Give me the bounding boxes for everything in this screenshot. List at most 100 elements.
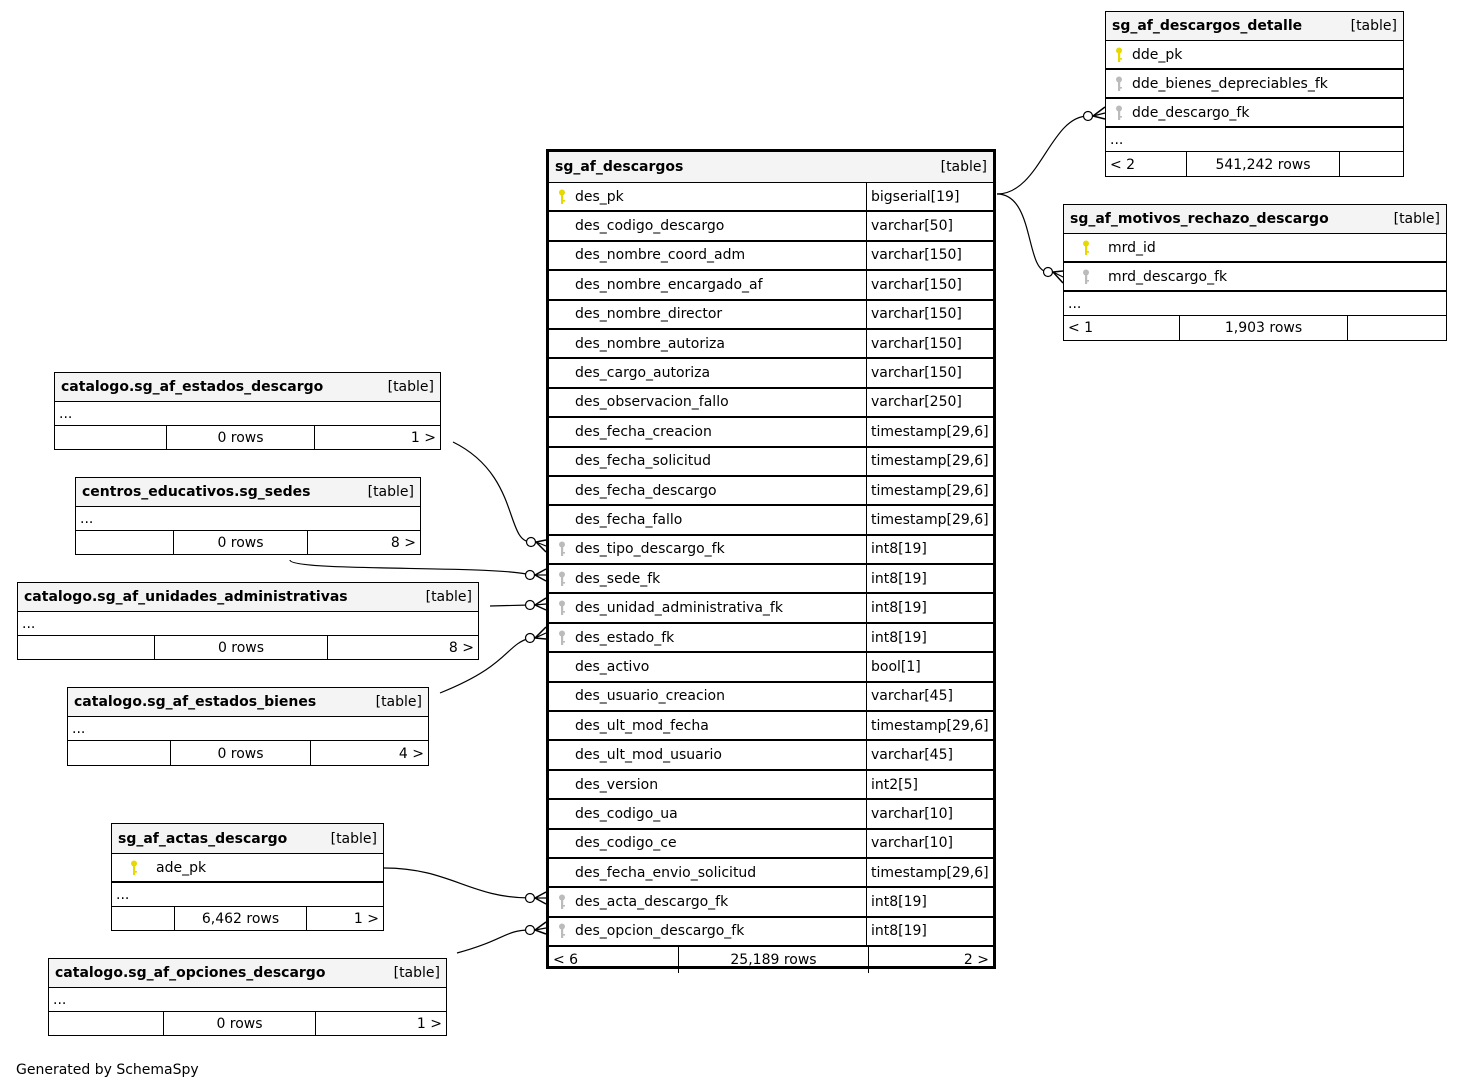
children-count[interactable] <box>1348 316 1446 340</box>
column-row[interactable]: des_nombre_encargado_af varchar[150] <box>549 271 993 301</box>
column-row[interactable]: des_unidad_administrativa_fk int8[19] <box>549 594 993 624</box>
column-row[interactable]: des_version int2[5] <box>549 770 993 801</box>
column-type: timestamp[29,6] <box>866 712 993 740</box>
more-columns: ... <box>1106 128 1403 152</box>
table-type: [table] <box>375 694 422 710</box>
table-header[interactable]: catalogo.sg_af_opciones_descargo [table] <box>49 959 446 988</box>
column-row[interactable]: mrd_descargo_fk <box>1064 263 1446 292</box>
table-estados_bienes[interactable]: catalogo.sg_af_estados_bienes [table]...… <box>67 687 429 766</box>
column-row[interactable]: des_codigo_descargo varchar[50] <box>549 212 993 242</box>
column-row[interactable]: des_fecha_envio_solicitud timestamp[29,6… <box>549 858 993 889</box>
column-row[interactable]: des_activo bool[1] <box>549 653 993 683</box>
table-unidades[interactable]: catalogo.sg_af_unidades_administrativas … <box>17 582 479 660</box>
table-detalle[interactable]: sg_af_descargos_detalle [table] dde_pk d… <box>1105 11 1404 177</box>
parents-count[interactable] <box>76 531 174 555</box>
children-count[interactable]: 1 > <box>410 430 436 446</box>
table-name: sg_af_actas_descargo <box>118 830 288 847</box>
column-type: varchar[150] <box>866 359 993 387</box>
column-row[interactable]: dde_bienes_depreciables_fk <box>1106 70 1403 99</box>
table-type: [table] <box>940 159 987 175</box>
children-count[interactable]: 2 > <box>963 952 989 969</box>
table-name: catalogo.sg_af_estados_bienes <box>74 694 317 710</box>
column-row[interactable]: des_ult_mod_fecha timestamp[29,6] <box>549 712 993 742</box>
table-type: [table] <box>1350 18 1397 34</box>
table-header[interactable]: sg_af_motivos_rechazo_descargo [table] <box>1064 205 1446 234</box>
parents-count[interactable] <box>68 741 171 766</box>
row-count: 0 rows <box>155 636 328 660</box>
children-count[interactable]: 8 > <box>390 535 416 551</box>
parents-count[interactable]: < 1 <box>1064 316 1180 340</box>
table-main[interactable]: sg_af_descargos [table] des_pk bigserial… <box>546 149 996 974</box>
children-count[interactable]: 8 > <box>448 640 474 656</box>
table-motivos[interactable]: sg_af_motivos_rechazo_descargo [table] m… <box>1063 204 1447 341</box>
more-columns: ... <box>49 988 446 1012</box>
column-row[interactable]: des_sede_fk int8[19] <box>549 565 993 595</box>
optional-circle-icon <box>1082 110 1094 122</box>
table-name: sg_af_descargos_detalle <box>1112 18 1303 34</box>
column-row[interactable]: ade_pk <box>112 854 383 883</box>
column-type: timestamp[29,6] <box>866 447 993 475</box>
generated-by-note: Generated by SchemaSpy <box>16 1062 199 1078</box>
table-header[interactable]: centros_educativos.sg_sedes [table] <box>76 478 420 507</box>
table-header[interactable]: catalogo.sg_af_estados_bienes [table] <box>68 688 428 717</box>
column-row[interactable]: dde_pk <box>1106 41 1403 70</box>
column-row[interactable]: des_codigo_ua varchar[10] <box>549 800 993 830</box>
column-row[interactable]: des_usuario_creacion varchar[45] <box>549 682 993 713</box>
table-header[interactable]: catalogo.sg_af_unidades_administrativas … <box>18 583 478 612</box>
foreign-key-relationship <box>996 106 1106 195</box>
column-row[interactable]: des_nombre_director varchar[150] <box>549 300 993 330</box>
table-sedes[interactable]: centros_educativos.sg_sedes [table]... 0… <box>75 477 421 555</box>
table-header[interactable]: catalogo.sg_af_estados_descargo [table] <box>55 373 440 402</box>
table-opciones[interactable]: catalogo.sg_af_opciones_descargo [table]… <box>48 958 447 1036</box>
column-row[interactable]: dde_descargo_fk <box>1106 99 1403 128</box>
table-footer: 6,462 rows 1 > <box>112 907 383 931</box>
column-name: des_nombre_coord_adm <box>575 247 746 264</box>
children-count[interactable]: 1 > <box>416 1016 442 1032</box>
table-header[interactable]: sg_af_descargos [table] <box>549 152 993 183</box>
children-count[interactable]: 4 > <box>398 745 424 762</box>
column-type: varchar[250] <box>866 388 993 417</box>
column-row[interactable]: des_cargo_autoriza varchar[150] <box>549 359 993 389</box>
parents-count[interactable] <box>112 907 175 931</box>
table-footer: < 2 541,242 rows <box>1106 152 1403 177</box>
column-type: int8[19] <box>866 565 993 593</box>
column-row[interactable]: des_nombre_coord_adm varchar[150] <box>549 241 993 272</box>
foreign-key-icon <box>1064 269 1108 285</box>
children-count[interactable]: 1 > <box>353 911 379 927</box>
parents-count[interactable] <box>18 636 155 660</box>
parents-count[interactable]: < 2 <box>1106 152 1187 177</box>
column-row[interactable]: des_estado_fk int8[19] <box>549 623 993 654</box>
column-row[interactable]: des_fecha_creacion timestamp[29,6] <box>549 418 993 448</box>
crows-foot-icon <box>534 626 547 640</box>
column-row[interactable]: des_acta_descargo_fk int8[19] <box>549 888 993 918</box>
row-count: 0 rows <box>171 741 311 766</box>
foreign-key-icon <box>549 923 575 939</box>
parents-count[interactable] <box>55 426 167 450</box>
parents-count[interactable]: < 6 <box>549 947 679 974</box>
table-actas[interactable]: sg_af_actas_descargo [table] ade_pk ... … <box>111 823 384 931</box>
column-row[interactable]: des_fecha_descargo timestamp[29,6] <box>549 476 993 507</box>
column-type: int8[19] <box>866 594 993 622</box>
crows-foot-icon <box>534 891 547 905</box>
column-row[interactable]: des_observacion_fallo varchar[250] <box>549 388 993 419</box>
table-estados_descargo[interactable]: catalogo.sg_af_estados_descargo [table].… <box>54 372 441 450</box>
crows-foot-icon <box>534 568 547 582</box>
children-count[interactable] <box>1340 152 1403 177</box>
column-row[interactable]: mrd_id <box>1064 234 1446 263</box>
column-row[interactable]: des_nombre_autoriza varchar[150] <box>549 329 993 360</box>
parents-count[interactable] <box>49 1012 164 1036</box>
column-row[interactable]: des_opcion_descargo_fk int8[19] <box>549 917 993 948</box>
column-name: des_fecha_solicitud <box>575 453 711 470</box>
column-name: des_ult_mod_usuario <box>575 747 722 764</box>
column-row[interactable]: des_ult_mod_usuario varchar[45] <box>549 741 993 771</box>
column-name: des_codigo_ua <box>575 805 678 822</box>
column-row[interactable]: des_fecha_solicitud timestamp[29,6] <box>549 447 993 477</box>
table-header[interactable]: sg_af_actas_descargo [table] <box>112 824 383 854</box>
table-footer: 0 rows 1 > <box>49 1012 446 1036</box>
table-header[interactable]: sg_af_descargos_detalle [table] <box>1106 12 1403 41</box>
column-row[interactable]: des_pk bigserial[19] <box>549 183 993 213</box>
column-row[interactable]: des_codigo_ce varchar[10] <box>549 829 993 859</box>
column-row[interactable]: des_fecha_fallo timestamp[29,6] <box>549 506 993 536</box>
column-row[interactable]: des_tipo_descargo_fk int8[19] <box>549 535 993 566</box>
